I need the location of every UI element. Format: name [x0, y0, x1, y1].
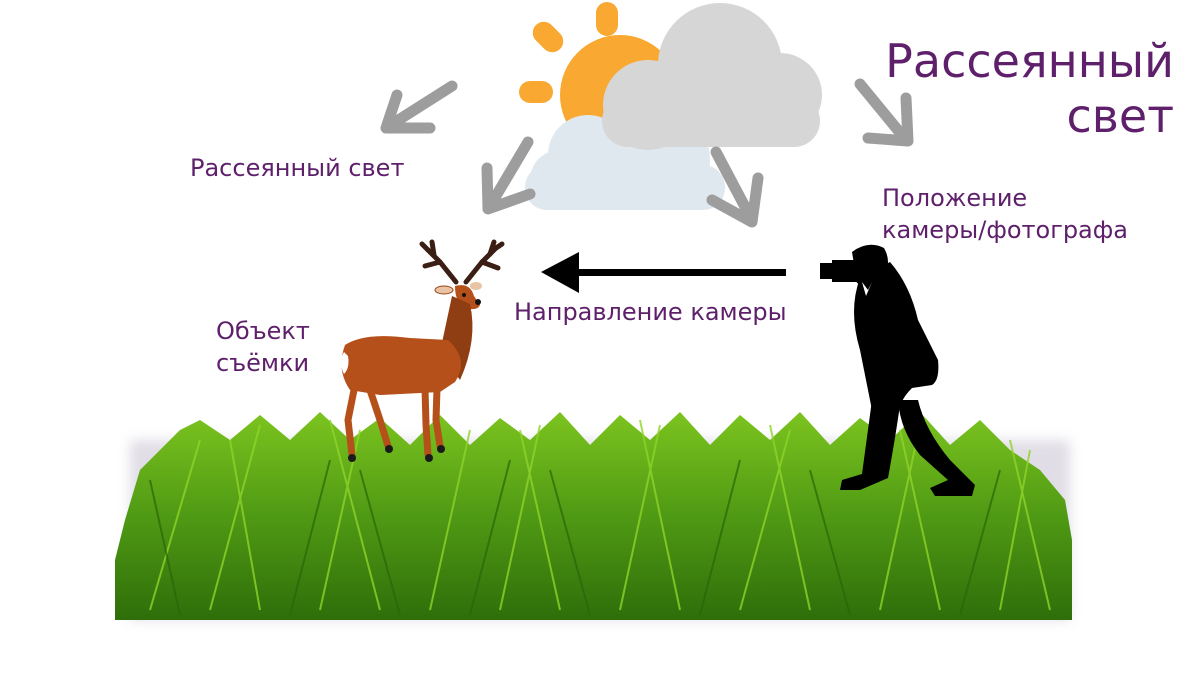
subject-line-2: съёмки — [216, 348, 310, 377]
camera-position-line-1: Положение — [882, 184, 1028, 212]
cloud-icon — [602, 3, 822, 150]
deer-figure — [341, 239, 505, 462]
diagram-title: Рассеянный свет — [885, 34, 1174, 144]
title-line-2: свет — [1066, 89, 1175, 144]
camera-position-line-2: камеры/фотографа — [882, 215, 1128, 244]
photographer-silhouette — [820, 244, 975, 496]
subject-label: Объект съёмки — [216, 316, 310, 380]
title-line-1: Рассеянный — [885, 34, 1174, 88]
subject-line-1: Объект — [216, 317, 310, 345]
camera-position-label: Положение камеры/фотографа — [882, 183, 1128, 247]
scattered-light-label: Рассеянный свет — [190, 154, 405, 182]
arrow-icon — [380, 78, 914, 228]
arrow-left-icon — [541, 252, 786, 293]
camera-direction-label: Направление камеры — [514, 298, 787, 326]
